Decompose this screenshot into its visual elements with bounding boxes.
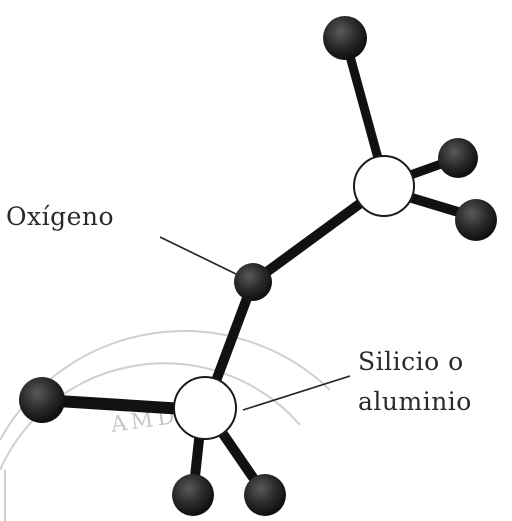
silicon-label-line1: Silicio o <box>358 347 464 376</box>
silicon-leader-line <box>242 375 351 411</box>
oxygen-atom-bottom-right <box>244 474 286 516</box>
silicon-atom-bottom <box>173 376 237 440</box>
silicon-label-line2: aluminio <box>358 387 472 416</box>
oxygen-atom-left <box>19 377 65 423</box>
oxygen-leader-line <box>159 236 237 275</box>
oxygen-atom-bottom-left <box>172 474 214 516</box>
silicon-atom-top <box>353 155 415 217</box>
oxygen-label: Oxígeno <box>6 202 114 231</box>
oxygen-atom-bridging <box>234 263 272 301</box>
oxygen-atom-right-upper <box>438 138 478 178</box>
oxygen-atom-right-lower <box>455 199 497 241</box>
oxygen-atom-top <box>323 16 367 60</box>
